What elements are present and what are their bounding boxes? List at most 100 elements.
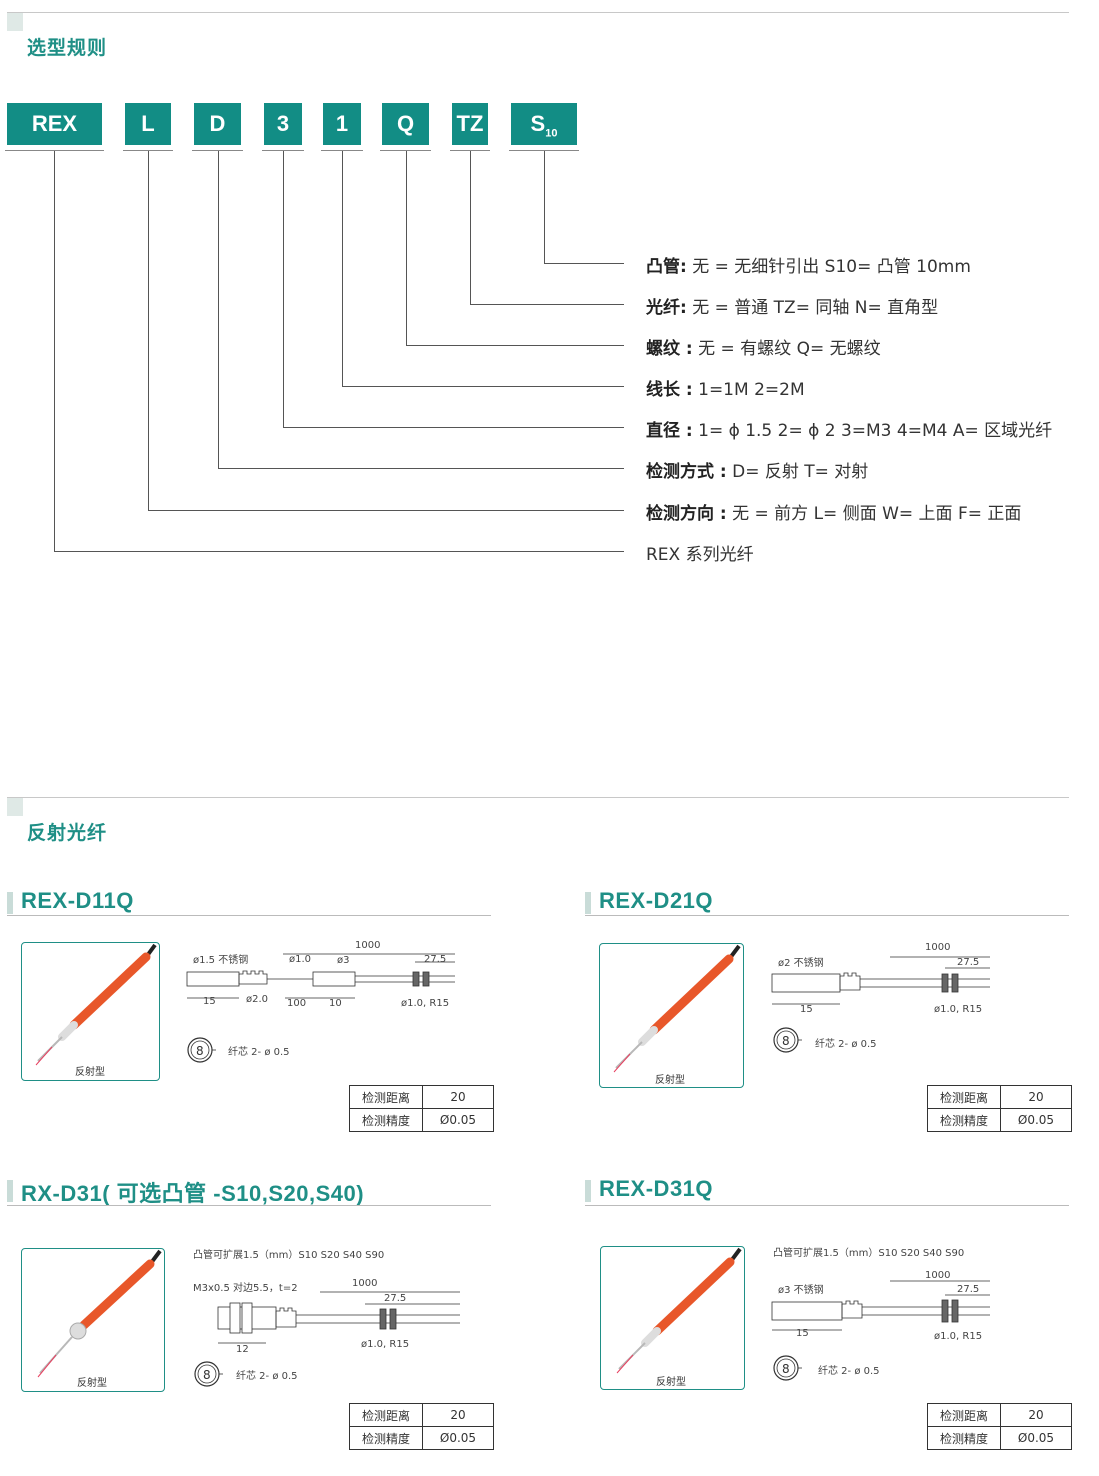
code-underline bbox=[321, 150, 363, 151]
dim-note: 100 bbox=[287, 998, 307, 1009]
dim-note: 27.5 bbox=[957, 1284, 980, 1295]
svg-text:8: 8 bbox=[196, 1044, 204, 1058]
code-s: S bbox=[530, 111, 546, 136]
dim-note: ø1.0, R15 bbox=[361, 1339, 410, 1350]
dim-note: 10 bbox=[329, 998, 342, 1009]
dim-note: 1000 bbox=[925, 1270, 951, 1281]
spec-value: Ø0.05 bbox=[422, 1108, 494, 1132]
product-title-bar bbox=[585, 892, 591, 914]
dim-note: ø2 不锈钢 bbox=[778, 958, 824, 969]
connector-line bbox=[54, 151, 55, 551]
product-title: REX-D11Q bbox=[21, 888, 134, 913]
dim-note: ø1.0, R15 bbox=[934, 1331, 983, 1342]
spec-value: 20 bbox=[422, 1403, 494, 1427]
dim-note: 凸管可扩展1.5（mm）S10 S20 S40 S90 bbox=[773, 1248, 965, 1259]
dim-note: 15 bbox=[800, 1004, 813, 1015]
dim-note: 凸管可扩展1.5（mm）S10 S20 S40 S90 bbox=[193, 1250, 385, 1261]
spec-value: Ø0.05 bbox=[1000, 1108, 1072, 1132]
spec-value: Ø0.05 bbox=[1000, 1426, 1072, 1450]
dimension-drawing bbox=[771, 1280, 990, 1331]
dim-note: ø2.0 bbox=[246, 994, 269, 1005]
connector-line bbox=[544, 151, 545, 263]
photo-caption: 反射型 bbox=[75, 1067, 105, 1078]
spec-value: 20 bbox=[1000, 1403, 1072, 1427]
dim-note: 27.5 bbox=[384, 1293, 407, 1304]
connector-line bbox=[406, 151, 407, 345]
fiber-sensor-image bbox=[613, 944, 741, 1073]
photo-caption: 反射型 bbox=[77, 1378, 107, 1389]
spec-label: 检测距离 bbox=[927, 1403, 1001, 1427]
dim-note: 27.5 bbox=[424, 954, 447, 965]
rule-series: REX 系列光纤 bbox=[646, 545, 754, 565]
dim-note: ø1.5 不锈钢 bbox=[193, 955, 249, 966]
product-title: RX-D31( 可选凸管 -S10,S20,S40) bbox=[21, 1181, 365, 1206]
spec-label: 检测精度 bbox=[349, 1426, 423, 1450]
product-underline bbox=[7, 1205, 491, 1206]
product-title: REX-D21Q bbox=[599, 888, 714, 913]
connector-line bbox=[218, 468, 624, 469]
spec-label: 检测距离 bbox=[927, 1085, 1001, 1109]
code-underline bbox=[262, 150, 304, 151]
dim-note: ø3 bbox=[337, 955, 350, 966]
dim-note: 纤芯 2- ø 0.5 bbox=[818, 1366, 880, 1377]
dim-note: ø3 不锈钢 bbox=[778, 1285, 824, 1296]
photo-caption: 反射型 bbox=[656, 1377, 686, 1388]
spec-value: 20 bbox=[422, 1085, 494, 1109]
spec-label: 检测精度 bbox=[927, 1426, 1001, 1450]
dim-note: 纤芯 2- ø 0.5 bbox=[236, 1371, 298, 1382]
code-underline bbox=[509, 150, 579, 151]
code-box-s10: S10 bbox=[511, 103, 577, 145]
connector-line bbox=[218, 151, 219, 468]
connector-line bbox=[470, 304, 624, 305]
connector-line bbox=[283, 151, 284, 427]
dim-note: 1000 bbox=[355, 940, 381, 951]
code-box-tz: TZ bbox=[452, 103, 488, 145]
fiber-core-icon: 8 bbox=[187, 1037, 216, 1063]
dim-note: 27.5 bbox=[957, 957, 980, 968]
product-title-bar bbox=[585, 1180, 591, 1202]
product-photo bbox=[600, 1246, 745, 1390]
product-photo bbox=[599, 943, 744, 1088]
dim-note: 1000 bbox=[352, 1278, 378, 1289]
connector-line bbox=[470, 151, 471, 304]
dim-note: 纤芯 2- ø 0.5 bbox=[815, 1039, 877, 1050]
rule-diameter: 直径 : 1= ϕ 1.5 2= ϕ 2 3=M3 4=M4 A= 区域光纤 bbox=[646, 421, 1053, 441]
code-box-rex: REX bbox=[7, 103, 102, 145]
connector-line bbox=[342, 386, 624, 387]
connector-line bbox=[148, 151, 149, 510]
product-title-bar bbox=[7, 892, 13, 914]
spec-label: 检测距离 bbox=[349, 1085, 423, 1109]
dim-note: 15 bbox=[203, 996, 216, 1007]
dim-note: 15 bbox=[796, 1328, 809, 1339]
product-underline bbox=[585, 915, 1069, 916]
section-tab bbox=[7, 13, 23, 31]
section-divider bbox=[7, 12, 1069, 13]
connector-line bbox=[406, 345, 624, 346]
rule-thread: 螺纹 : 无 = 有螺纹 Q= 无螺纹 bbox=[646, 339, 881, 359]
rule-fiber: 光纤: 无 = 普通 TZ= 同轴 N= 直角型 bbox=[646, 298, 939, 318]
rule-detect-mode: 检测方式 : D= 反射 T= 对射 bbox=[646, 462, 869, 482]
fiber-core-icon: 8 bbox=[773, 1027, 802, 1053]
rule-detect-direction: 检测方向 : 无 = 前方 L= 侧面 W= 上面 F= 正面 bbox=[646, 504, 1022, 524]
dim-note: 12 bbox=[236, 1344, 249, 1355]
code-box-q: Q bbox=[382, 103, 429, 145]
code-underline bbox=[123, 150, 173, 151]
dimension-drawing bbox=[771, 956, 990, 1005]
fiber-sensor-image bbox=[37, 1249, 162, 1378]
spec-label: 检测精度 bbox=[927, 1108, 1001, 1132]
spec-value: 20 bbox=[1000, 1085, 1072, 1109]
product-underline bbox=[7, 915, 491, 916]
section-title-reflect: 反射光纤 bbox=[27, 822, 108, 844]
section-divider bbox=[7, 797, 1069, 798]
product-photo bbox=[21, 1248, 165, 1392]
code-underline bbox=[450, 150, 490, 151]
connector-line bbox=[342, 151, 343, 386]
product-photo bbox=[21, 942, 160, 1081]
